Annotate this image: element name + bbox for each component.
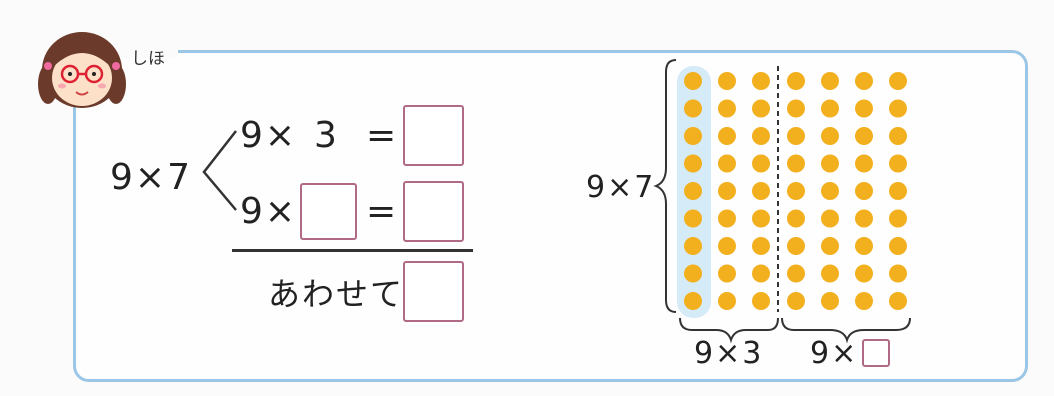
dot [684, 292, 702, 310]
dot [787, 209, 805, 228]
dot [718, 237, 736, 255]
dot [889, 209, 907, 228]
dot [855, 264, 873, 283]
dot [855, 72, 873, 90]
dot [787, 237, 805, 255]
total-label: あわせて [268, 275, 405, 313]
dot [718, 292, 736, 310]
dot [889, 127, 907, 145]
dot [684, 182, 702, 200]
sum-line [232, 249, 473, 252]
dot [889, 72, 907, 90]
dot [787, 127, 805, 145]
dot [855, 99, 873, 118]
dot [889, 99, 907, 118]
dot [718, 72, 736, 90]
dot [855, 237, 873, 255]
dot [855, 182, 873, 200]
dot [889, 264, 907, 283]
left-brace [653, 59, 677, 313]
dot [718, 99, 736, 118]
figure-side-label: 9×7 [586, 170, 656, 205]
dot [787, 72, 805, 90]
dot [821, 154, 839, 173]
dot [787, 182, 805, 200]
dot [821, 127, 839, 145]
dot [855, 209, 873, 228]
dot [752, 264, 770, 283]
dot [821, 237, 839, 255]
dot [821, 182, 839, 200]
speaker-name: しほ [131, 49, 165, 69]
dot [821, 209, 839, 228]
answer-box-total[interactable] [403, 261, 464, 322]
main-expression: 9×7 [110, 157, 192, 198]
dot [752, 209, 770, 228]
dot [752, 154, 770, 173]
dot [787, 264, 805, 283]
dot [718, 127, 736, 145]
dot [787, 99, 805, 118]
dot [752, 182, 770, 200]
bottom-left-label: 9×3 [694, 336, 764, 371]
dot [787, 154, 805, 173]
small-answer-box[interactable] [862, 339, 890, 367]
line2-equals: = [366, 191, 399, 232]
dot [855, 127, 873, 145]
answer-box-2[interactable] [403, 181, 464, 242]
dot [684, 127, 702, 145]
line1-left: 9× [240, 115, 298, 156]
dot [752, 127, 770, 145]
line2-left: 9× [240, 191, 298, 232]
dot [684, 72, 702, 90]
dot [718, 264, 736, 283]
dot [684, 209, 702, 228]
multiplier-box[interactable] [300, 183, 357, 240]
dot [684, 264, 702, 283]
dot [787, 292, 805, 310]
dot [889, 182, 907, 200]
dot [752, 237, 770, 255]
answer-box-1[interactable] [403, 105, 464, 166]
dot [684, 99, 702, 118]
dot [684, 154, 702, 173]
dot [821, 72, 839, 90]
brace-left-group [679, 317, 779, 344]
dot [752, 292, 770, 310]
dot [821, 99, 839, 118]
line1-number: 3 [314, 115, 339, 156]
dot [752, 99, 770, 118]
brace-right-group [781, 317, 911, 344]
dot [718, 182, 736, 200]
dot [855, 292, 873, 310]
dot [718, 209, 736, 228]
dot [855, 154, 873, 173]
dot [889, 154, 907, 173]
dot [684, 237, 702, 255]
bottom-right-label: 9× [810, 336, 859, 371]
dot [752, 72, 770, 90]
dot [718, 154, 736, 173]
dot [821, 264, 839, 283]
girl-avatar-icon [38, 32, 126, 108]
line1-equals: = [366, 115, 399, 156]
dot [889, 292, 907, 310]
dot [889, 237, 907, 255]
dot [821, 292, 839, 310]
